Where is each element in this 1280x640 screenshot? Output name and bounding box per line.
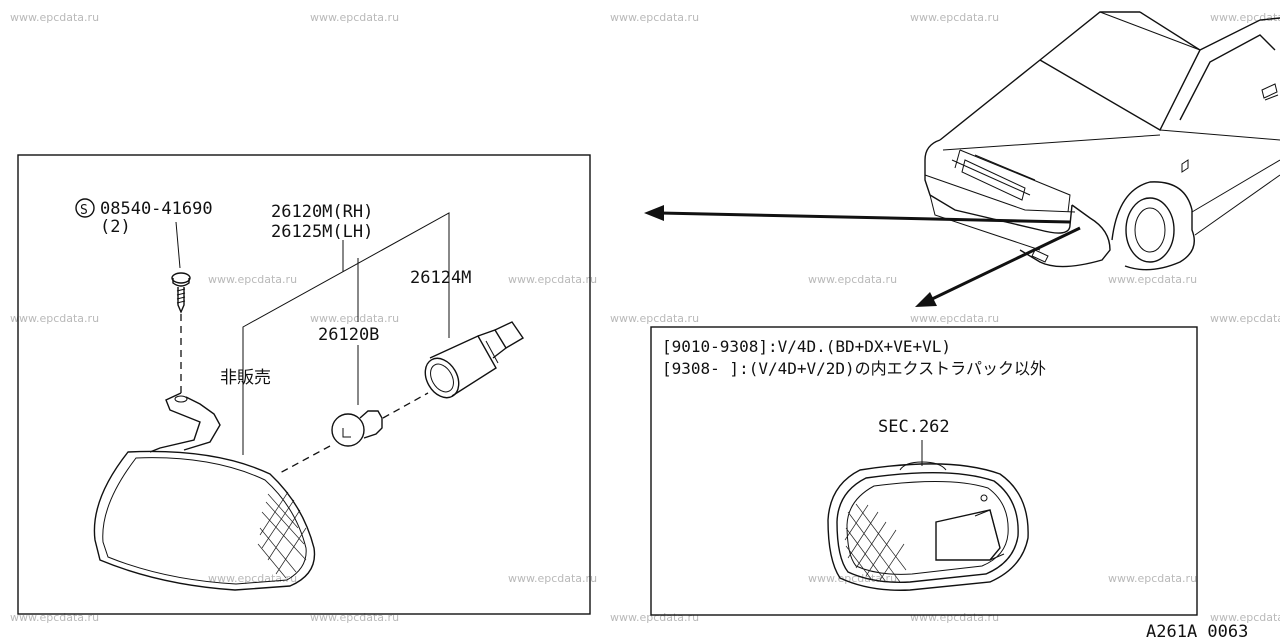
watermark: www.epcdata.ru [508,572,597,585]
watermark: www.epcdata.ru [508,273,597,286]
watermark: www.epcdata.ru [910,312,999,325]
watermark: www.epcdata.ru [208,273,297,286]
watermark: www.epcdata.ru [910,11,999,24]
location-arrows [644,205,1081,307]
arrow-head [644,205,664,221]
screw-part-number: 08540-41690 [100,199,213,219]
watermark: www.epcdata.ru [610,611,699,624]
watermark: www.epcdata.ru [1108,273,1197,286]
watermark: www.epcdata.ru [10,11,99,24]
screw-icon [171,272,191,393]
watermark: www.epcdata.ru [1210,312,1280,325]
watermark: www.epcdata.ru [610,312,699,325]
variant-detail-frame [650,326,1198,616]
lamp-callout: 26120M(RH) 26125M(LH) [242,202,450,455]
watermark: www.epcdata.ru [808,273,897,286]
applicability-note-line2: [9308- ]:(V/4D+V/2D)の内エクストラパック以外 [662,359,1046,378]
socket-part-number: 26124M [410,268,471,288]
bulb-part-number: 26120B [318,325,379,345]
socket-icon [424,321,525,399]
section-reference: SEC.262 [878,417,950,437]
parts-detail-frame [17,154,591,615]
svg-text:S: S [80,203,88,218]
lamp-rh-part-number: 26120M(RH) [271,202,373,222]
watermark: www.epcdata.ru [910,611,999,624]
lamp-lh-part-number: 26125M(LH) [271,222,373,242]
watermark: www.epcdata.ru [10,611,99,624]
turn-signal-lamp-front-view [827,461,1029,591]
watermark: www.epcdata.ru [1108,572,1197,585]
turn-signal-lamp-assembly [93,392,316,591]
watermarks: www.epcdata.ru www.epcdata.ru www.epcdat… [10,11,1280,624]
arrow-to-variant-detail [929,226,1081,302]
watermark: www.epcdata.ru [1210,11,1280,24]
not-for-sale-label: 非販売 [220,368,271,388]
arrow-to-parts-detail [659,211,1071,224]
standard-part-symbol [75,198,95,218]
bulb-icon [331,410,383,447]
screw-callout: S 08540-41690 (2) [75,198,213,269]
screw-quantity: (2) [100,217,131,237]
applicability-note-line1: [9010-9308]:V/4D.(BD+DX+VE+VL) [662,337,951,356]
watermark: www.epcdata.ru [10,312,99,325]
watermark: www.epcdata.ru [610,11,699,24]
watermark: www.epcdata.ru [310,11,399,24]
arrow-head [915,292,937,307]
watermark: www.epcdata.ru [1210,611,1280,624]
watermark: www.epcdata.ru [208,572,297,585]
figure-code: A261A 0063 [1146,622,1248,640]
vehicle-front-view [924,11,1280,271]
watermark: www.epcdata.ru [310,312,399,325]
watermark: www.epcdata.ru [808,572,897,585]
watermark: www.epcdata.ru [310,611,399,624]
